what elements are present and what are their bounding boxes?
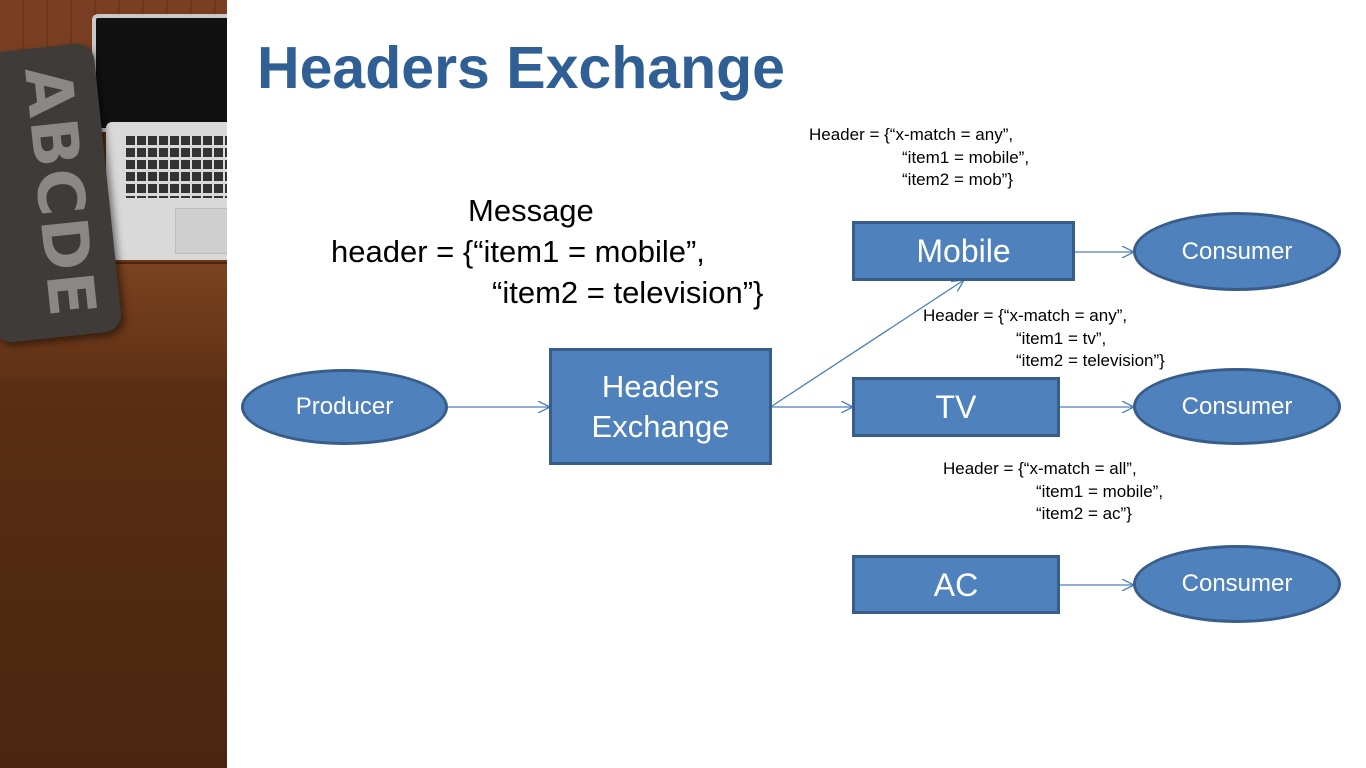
binding-ac-line1: Header = {“x-match = all”, xyxy=(943,459,1137,478)
photo-floor xyxy=(0,380,227,768)
decorative-photo: ABCDE xyxy=(0,0,227,768)
binding-mobile-line3: “item2 = mob”} xyxy=(902,170,1014,189)
queue-ac-label: AC xyxy=(933,566,979,603)
binding-ac-line3: “item2 = ac”} xyxy=(1036,504,1132,523)
message-header-line1: header = {“item1 = mobile”, xyxy=(331,234,705,269)
consumer-tv-label: Consumer xyxy=(1181,392,1293,420)
queue-tv-node: TV xyxy=(852,377,1060,437)
binding-ac-line2: “item1 = mobile”, xyxy=(1036,482,1164,501)
photo-laptop-keyboard xyxy=(126,136,227,198)
binding-mobile-line2: “item1 = mobile”, xyxy=(902,148,1030,167)
producer-label: Producer xyxy=(295,393,394,420)
queue-mobile-label: Mobile xyxy=(916,233,1011,269)
arrow-exchange-to-mobile xyxy=(771,280,964,407)
slide-title: Headers Exchange xyxy=(257,35,785,101)
consumer-mobile-node: Consumer xyxy=(1133,212,1341,291)
queue-tv-label: TV xyxy=(935,389,977,425)
binding-tv-line2: “item1 = tv”, xyxy=(1016,329,1107,348)
exchange-label-line2: Exchange xyxy=(591,408,730,444)
photo-laptop-trackpad xyxy=(175,208,227,254)
headers-exchange-node: Headers Exchange xyxy=(549,348,772,465)
message-heading: Message xyxy=(468,193,594,228)
message-header-line2: “item2 = television”} xyxy=(492,275,764,310)
binding-tv-line1: Header = {“x-match = any”, xyxy=(923,306,1128,325)
consumer-ac-label: Consumer xyxy=(1181,570,1293,597)
consumer-mobile-label: Consumer xyxy=(1181,237,1293,265)
exchange-label-line1: Headers xyxy=(601,368,720,404)
queue-ac-node: AC xyxy=(852,555,1060,614)
binding-tv-line3: “item2 = television”} xyxy=(1016,351,1165,370)
binding-mobile-line1: Header = {“x-match = any”, xyxy=(809,125,1014,144)
consumer-tv-node: Consumer xyxy=(1133,368,1341,445)
queue-mobile-node: Mobile xyxy=(852,221,1075,281)
consumer-ac-node: Consumer xyxy=(1133,545,1341,623)
producer-node: Producer xyxy=(241,369,448,445)
